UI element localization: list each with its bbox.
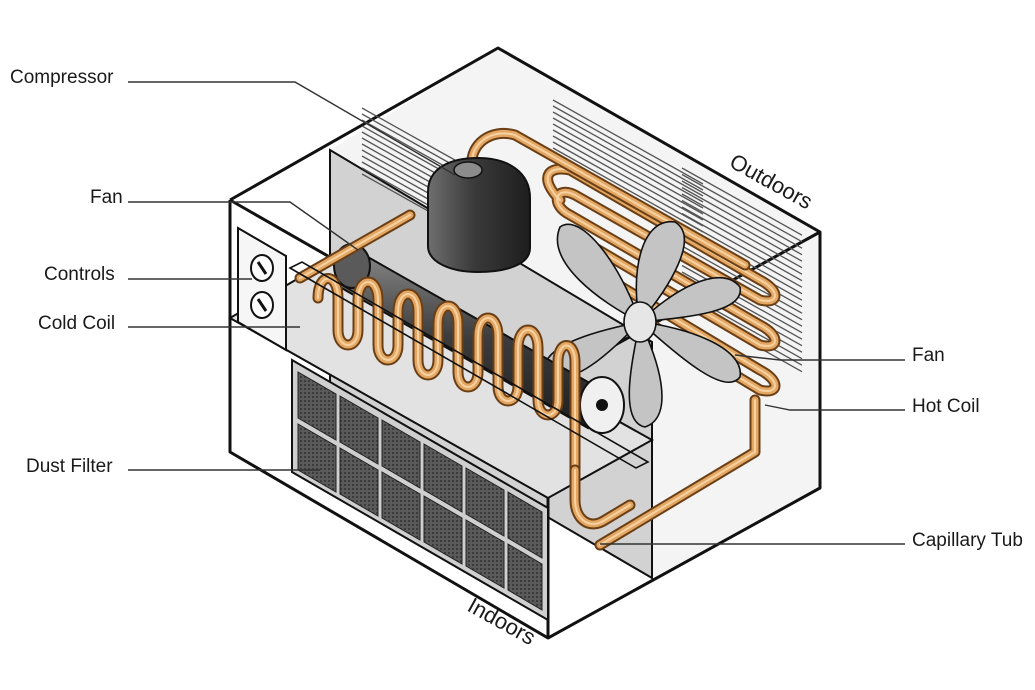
front-face	[229, 226, 549, 622]
vent-slat	[681, 264, 803, 334]
compressor	[427, 156, 531, 274]
vent-slat	[361, 107, 463, 165]
vent-slat	[361, 113, 463, 171]
vent-slat	[552, 105, 704, 191]
vent-slat	[552, 141, 704, 227]
vent-slat	[681, 212, 803, 282]
vent-slat	[681, 193, 803, 262]
vent-slat	[552, 147, 704, 233]
vent-slat	[681, 206, 803, 275]
vent-slat	[681, 199, 803, 269]
label-controls: Controls	[44, 264, 115, 285]
label-compressor: Compressor	[10, 67, 114, 88]
controls-panel	[237, 226, 287, 352]
thermostat-knob	[250, 254, 274, 282]
vent-slat	[552, 135, 704, 221]
vent-slat	[552, 123, 704, 209]
label-fan-right: Fan	[912, 345, 945, 366]
vent-slat	[681, 245, 803, 314]
dust-filter	[291, 358, 549, 622]
vent-slat	[681, 180, 803, 249]
label-fan-left: Fan	[90, 187, 123, 208]
vent-slat	[552, 117, 704, 203]
capillary-tube	[569, 394, 761, 551]
vent-slat	[552, 99, 704, 185]
fan-speed-knob	[250, 291, 274, 319]
vent-slat	[681, 167, 803, 236]
label-dust-filter: Dust Filter	[26, 456, 113, 477]
label-hot-coil: Hot Coil	[912, 396, 980, 417]
cold-coil	[288, 209, 650, 476]
vent-slat	[552, 111, 704, 197]
vent-slat	[681, 219, 803, 288]
vent-slat	[681, 186, 803, 256]
label-capillary-tube: Capillary Tub	[912, 530, 1023, 551]
vent-slat	[552, 129, 704, 215]
vent-slat	[681, 173, 803, 243]
leader-lines	[128, 81, 905, 545]
label-cold-coil: Cold Coil	[38, 313, 115, 334]
